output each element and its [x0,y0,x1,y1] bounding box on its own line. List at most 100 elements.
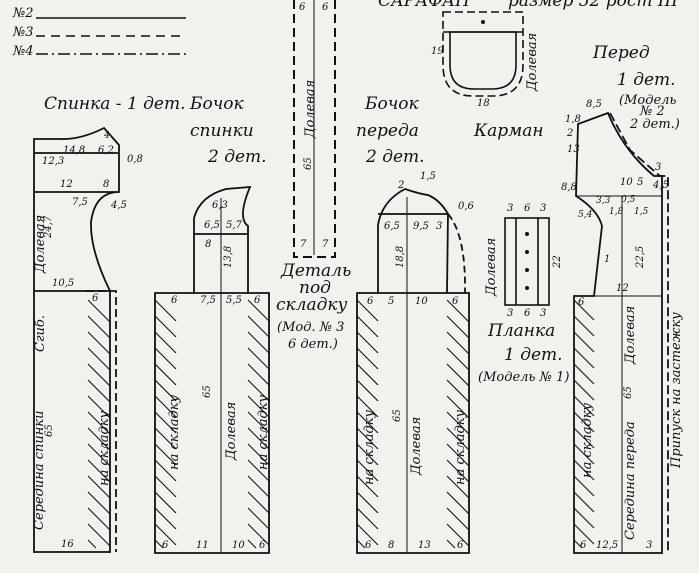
pocket-title: Карман [474,121,544,141]
back-dim: 4 [104,131,110,141]
back-side-grain: Долевая [224,401,239,460]
front-dim: 5 [637,177,644,188]
front-side-count: 2 дет. [366,147,425,167]
placket-buttons [525,232,529,290]
back-side-pleat: на складку [256,394,271,470]
back-dim: 12 [60,179,73,190]
front-side-pleat: на складку [453,409,468,485]
pocket-outline [442,11,524,97]
front-side-dim: 18,8 [395,245,406,268]
placket-grain: Долевая [484,237,499,296]
front-side-dim: 8 [388,540,395,551]
header-size: размер 52 рост III [508,0,679,11]
front-side-pleat: на складку [362,409,377,485]
front-side-dim: 0,6 [458,201,474,212]
back-side-dim: 8 [205,239,212,250]
front-side-piece-outline [356,188,470,554]
front-dim: 2 [567,128,574,139]
placket-dim: 3 [507,308,514,319]
back-dim: 6,2 [98,145,114,156]
back-side-piece-outline [154,185,270,554]
back-fold: Сгиб. [33,315,48,352]
front-side-dim: 9,5 [413,221,429,232]
back-side-dim: 7,5 [200,295,216,306]
front-side-dim: 65 [392,409,403,422]
front-side-dim: 13 [418,540,431,551]
legend-label-3: №3 [13,25,34,40]
back-side-dim: 10 [232,540,245,551]
back-dim: 4,5 [111,200,127,211]
back-center: Середина спинки [32,410,47,530]
front-dim: 1,8 [609,207,624,217]
back-title: Спинка - 1 дет. [44,94,186,114]
front-dim: 13 [567,144,580,155]
pleat-detail-dim: 7 [322,239,329,250]
placket-note: (Модель № 1) [478,370,570,385]
front-center: Середина переда [623,421,638,540]
back-hatch [87,299,111,549]
placket-dim: 6 [524,203,531,214]
back-side-dim: 11 [196,540,209,551]
back-dim: 14,8 [63,145,86,156]
back-grain: Долевая [33,214,48,273]
back-dim: 16 [61,539,74,550]
front-dim: 10 [620,177,633,188]
front-note: (Модель [619,93,677,108]
back-side-title: Бочок [190,94,244,114]
front-side-dim: 1,5 [420,171,436,182]
back-side-hatch [154,299,270,549]
front-dim: 0,5 [621,195,636,205]
back-side-dim: 6 [171,295,178,306]
placket-dim: 3 [540,203,547,214]
header-title: САРАФАН [378,0,471,11]
pocket-grain: Долевая [525,32,540,91]
front-dim: 8,5 [586,99,602,110]
back-side-dim: 6 [254,295,261,306]
back-dim: 8 [103,179,110,190]
placket-count: 1 дет. [504,345,563,365]
front-pleat: на складку [580,402,595,478]
front-side-dim: 10 [415,296,428,307]
back-dim: 7,5 [72,197,88,208]
back-side-dim: 6,3 [212,200,228,211]
front-side-dim: 6 [452,296,459,307]
back-side-count: 2 дет. [208,147,267,167]
pleat-detail-dim: 7 [300,239,307,250]
front-dim: 6 [580,540,587,551]
front-dim: 3,3 [596,196,611,206]
legend-lines [36,17,186,55]
placket-dim: 3 [507,203,514,214]
placket-dim: 22 [552,255,563,268]
front-dim: 3 [646,540,653,551]
pleat-detail-note: (Мод. № 3 [277,320,345,335]
back-piece-outline [33,126,120,553]
front-dim: 65 [623,386,634,399]
front-side-dim: 2 [398,180,405,191]
back-dim: 0,8 [127,154,143,165]
front-grain: Долевая [623,305,638,364]
front-dim: 5,4 [578,210,593,220]
front-dim: 3 [655,162,662,173]
pleat-detail-dim: 6 [299,2,306,13]
front-side-dim: 6,5 [384,221,400,232]
front-side-title: Бочок [365,94,419,114]
placket-dim: 3 [540,308,547,319]
front-side-dim: 3 [436,221,443,232]
back-side-dim: 5,5 [226,295,242,306]
front-side-title: переда [356,121,419,141]
front-note: 2 дет.) [630,117,680,132]
front-note: № 2 [640,104,665,119]
back-side-dim: 6 [162,540,169,551]
front-dim: 1,5 [634,207,649,217]
legend-label-2: №2 [13,6,34,21]
back-side-dim: 6 [259,540,266,551]
pocket-dim: 19 [431,46,444,57]
back-dim: 6 [92,293,99,304]
front-piece-outline [573,111,669,554]
pleat-detail-grain: Долевая [303,79,318,138]
back-dim: 10,5 [52,278,75,289]
front-dim: 6 [578,297,585,308]
pleat-detail-title: Деталь [281,261,352,281]
back-side-dim: 65 [202,385,213,398]
